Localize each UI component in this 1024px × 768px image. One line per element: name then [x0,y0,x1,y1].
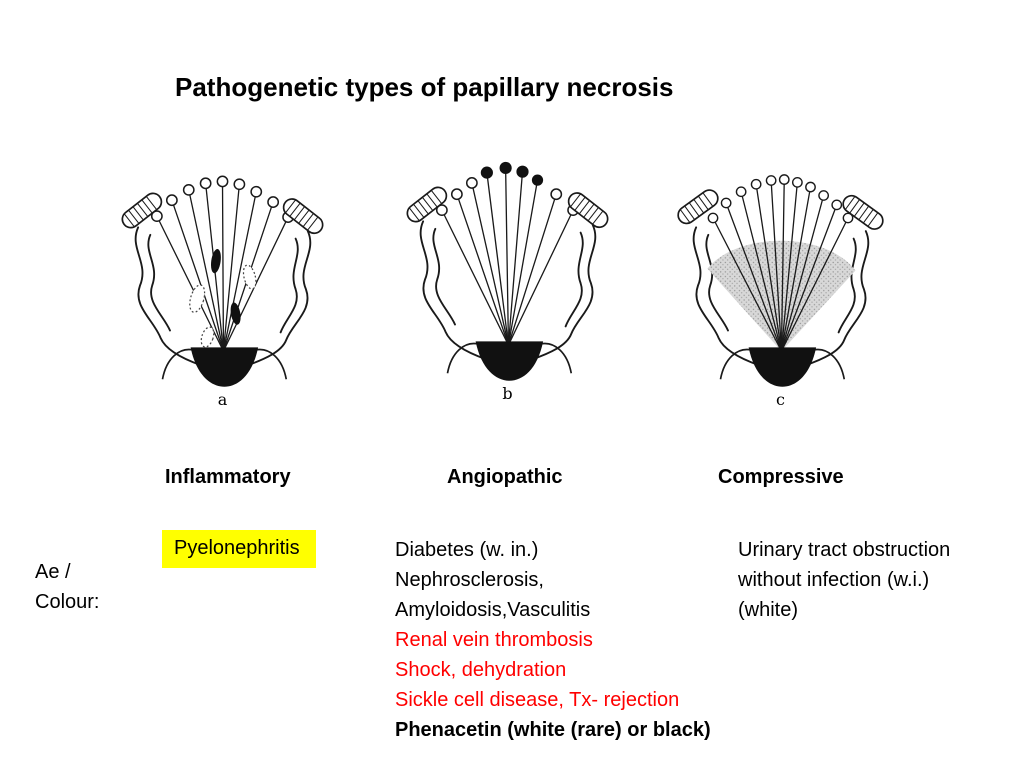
arched-vessel-right [567,192,609,229]
occluded-glomeruli [480,161,544,186]
aetiology-item: Shock, dehydration [395,659,567,681]
page-title: Pathogenetic types of papillary necrosis [175,72,674,102]
aetiology-item: Sickle cell disease, Tx- rejection [395,689,680,711]
inflammatory-foci [189,249,257,348]
arched-vessel-right [282,198,324,235]
necrotic-papilla-tip [475,341,544,381]
column-heading-angiopathic: Angiopathic [447,466,563,488]
compression-shading [707,240,856,352]
necrotic-papilla-tip [748,347,817,387]
fan-lines [156,180,289,352]
column-heading-inflammatory: Inflammatory [165,466,291,488]
necrotic-papilla-tip [190,347,259,387]
aetiology-item: Amyloidosis,Vasculitis [395,599,591,621]
aetiology-item: Urinary tract obstruction [738,539,951,561]
figure-letter-b: b [502,384,513,404]
papilla-diagram-c [677,174,884,387]
glomeruli-circles [150,175,295,223]
wavy-wall-left [419,220,487,361]
aetiology-item: (white) [738,599,799,621]
figure-angiopathic: b [395,152,620,403]
aetiology-item: without infection (w.i.) [738,569,930,591]
aetiology-list-angiopathic: Diabetes (w. in.) Nephrosclerosis, Amylo… [395,535,711,745]
wavy-wall-left [134,226,202,367]
wavy-wall-left [692,226,760,367]
glomeruli-circles [435,177,580,217]
fan-lines [712,178,849,352]
fornix-arcs [719,348,846,380]
aetiology-item: Phenacetin (white (rare) or black) [395,719,711,741]
arched-vessel-left [677,189,719,225]
aetiology-list-compressive: Urinary tract obstruction without infect… [738,535,950,625]
figure-compressive: c [668,158,893,409]
row-label-ae-colour: Ae / Colour: [35,557,99,617]
papilla-diagram-a [121,175,324,387]
fornix-arcs [161,348,288,380]
column-heading-compressive: Compressive [718,466,844,488]
aetiology-item: Nephrosclerosis, [395,569,544,591]
aetiology-item-pyelonephritis: Pyelonephritis [162,530,316,568]
arched-vessel-right [842,194,884,230]
fornix-arcs [446,342,573,374]
figure-letter-a: a [217,390,228,410]
arched-vessel-left [121,192,163,229]
glomeruli-circles [707,174,854,224]
fan-lines [441,167,574,346]
figure-inflammatory: a [110,158,335,409]
row-label-line-1: Ae / [35,561,71,583]
figure-letter-c: c [776,390,785,410]
papilla-diagram-b [406,161,609,381]
aetiology-item: Renal vein thrombosis [395,629,593,651]
row-label-line-2: Colour: [35,591,100,613]
aetiology-item: Diabetes (w. in.) [395,539,539,561]
wavy-wall-right [531,224,597,361]
arched-vessel-left [406,186,448,223]
